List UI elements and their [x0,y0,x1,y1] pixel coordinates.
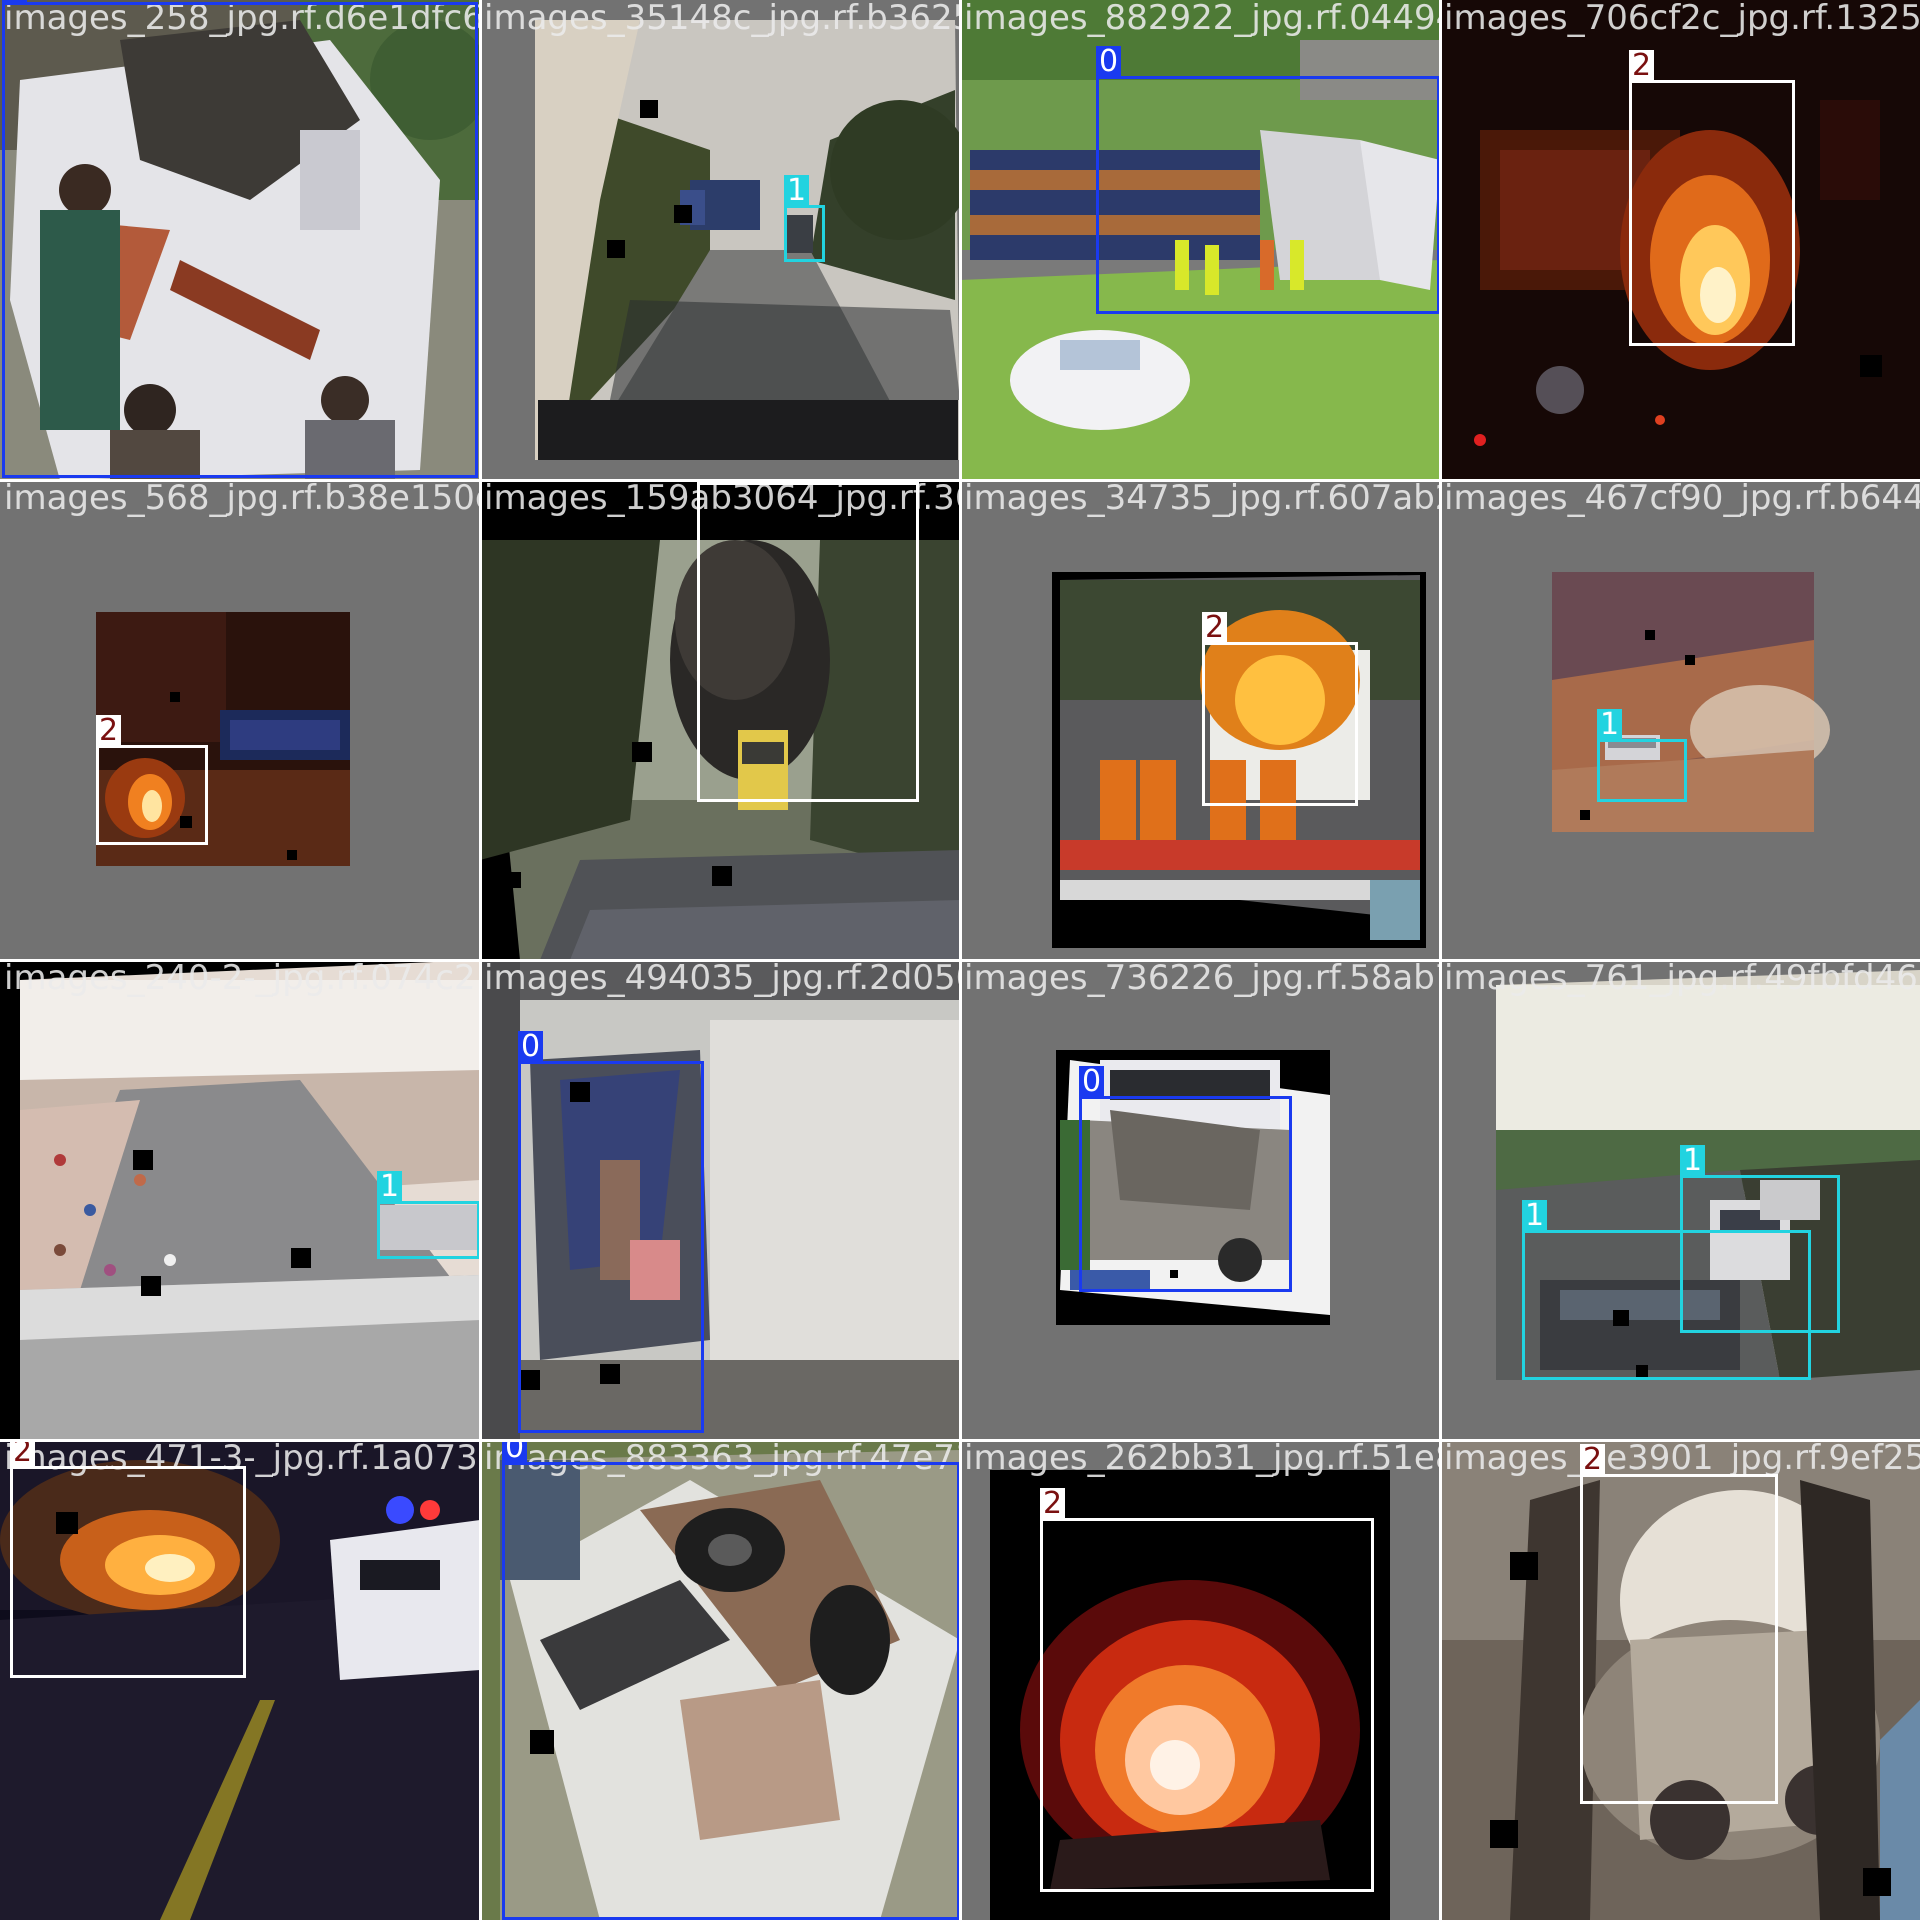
tile-truck-overturned: 0 images_882922_jpg.rf.04494b38ade4e706c… [960,0,1440,480]
tile-trailer-damage: 0 images_494035_jpg.rf.2d050bbae5fab7362… [480,960,960,1440]
class-label: 2 [1040,1488,1066,1520]
tile-overturned-truck: 0 images_883363_jpg.rf.47e71ddc4f29bfc26… [480,1440,960,1920]
class-label: 1 [1680,1145,1706,1177]
detection-box: 2 [10,1440,246,1678]
class-label: 2 [1629,50,1655,82]
detection-box: 2 [1040,1488,1374,1892]
detection-box: 2 [1629,50,1795,346]
detection-box: 2 [697,480,919,802]
class-label: 0 [2,0,28,4]
class-label: 1 [1597,709,1623,741]
tile-image [960,960,1440,1440]
tile-image [480,0,960,480]
class-label: 2 [96,715,122,747]
tile-rural-cars: 1 1 images_761_jpg.rf.49fbfd46 [1440,960,1920,1440]
tile-image [1440,0,1920,480]
detection-box: 2 [1580,1444,1778,1804]
grid-divider [0,479,1920,482]
tile-bus-smoke: 2 images_159ab3064_jpg.rf.3679a136d1948f… [480,480,960,960]
tile-dust-rollover: 1 images_467cf90_jpg.rf.b644fdd3 [1440,480,1920,960]
detection-box: 1 [1680,1145,1840,1333]
class-label: 1 [1522,1200,1548,1232]
class-label: 2 [1202,612,1228,644]
grid-divider [0,1439,1920,1442]
tile-car-flames: 2 images_262bb31_jpg.rf.51e89d73683c875e… [960,1440,1440,1920]
detection-box: 2 [1202,612,1358,806]
class-label: 2 [1580,1444,1606,1476]
tile-bus-wreck: 0 images_258_jpg.rf.d6e1dfc699afe7c35443… [0,0,480,480]
detection-box: 1 [784,175,825,262]
class-label: 0 [1079,1066,1105,1098]
tile-building-fire: 2 images_568_jpg.rf.b38e150d1832e5159ab3… [0,480,480,960]
tile-image [1440,480,1920,960]
detection-box: 0 [2,0,478,478]
tile-image [960,480,1440,960]
class-label: 0 [502,1440,528,1464]
tile-dashcam-road: 1 images_35148c_jpg.rf.b3625d8f50e9ef382… [480,0,960,480]
detection-box: 2 [96,715,208,845]
detection-box: 1 [1597,709,1687,802]
tile-crowd-road: 1 images_240-2-_jpg.rf.074c2188be3349403… [0,960,480,1440]
tile-image [480,480,960,960]
tile-image [480,1440,960,1920]
grid-divider [0,959,1920,962]
class-label: 0 [518,1031,544,1063]
detection-box: 0 [1079,1066,1292,1292]
tile-image [0,0,480,480]
tile-image [0,480,480,960]
class-label: 0 [1096,46,1122,78]
tile-image [1440,1440,1920,1920]
tile-image [0,960,480,1440]
tile-image [960,0,1440,480]
detection-box: 1 [1522,1200,1811,1380]
tile-car-under-bus: 0 images_736226_jpg.rf.58ab74cdd38f94e76… [960,960,1440,1440]
detection-box: 0 [1096,46,1440,314]
class-label: 1 [784,175,810,207]
detection-box: 1 [377,1171,480,1259]
detection-box: 0 [502,1440,960,1920]
tile-sepia-crash: 2 images_5e3901_jpg.rf.9ef25e [1440,1440,1920,1920]
detection-box: 0 [518,1031,704,1433]
class-label: 1 [377,1171,403,1203]
tile-night-fire: 2 images_706cf2c_jpg.rf.1325080 [1440,0,1920,480]
class-label: 2 [10,1440,36,1468]
tile-image [480,960,960,1440]
tile-police-fire: 2 images_471-3-_jpg.rf.1a0739bad6a988336… [0,1440,480,1920]
tile-firefighters: 2 images_34735_jpg.rf.607ab2c883387c5467… [960,480,1440,960]
